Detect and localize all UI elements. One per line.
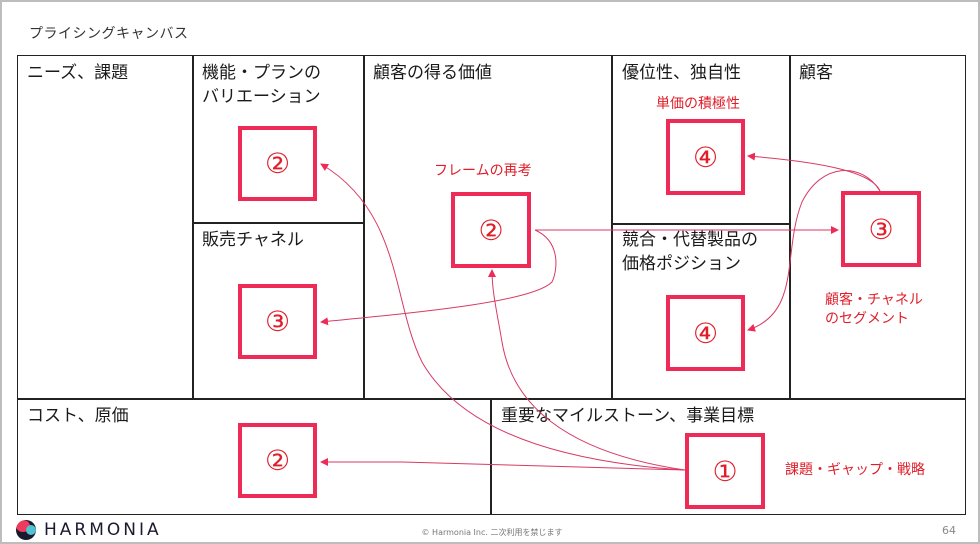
divider [17, 398, 966, 400]
cell-competitors-label-line1: 競合・代替製品の [622, 230, 758, 250]
step-box-customers: ③ [841, 191, 921, 267]
step-number: ② [478, 213, 504, 247]
page-number: 64 [942, 524, 956, 537]
cell-channels-label: 販売チャネル [202, 230, 304, 250]
cell-cost-label: コスト、原価 [27, 406, 129, 426]
step-number: ① [712, 454, 738, 488]
step-number: ② [264, 147, 291, 180]
brand-logo: HARMONIA [16, 520, 162, 540]
step-box-value: ② [451, 192, 531, 268]
step-number: ② [264, 444, 291, 477]
cell-customers-label: 顧客 [799, 63, 833, 83]
note-customers-line2: のセグメント [825, 311, 909, 327]
cell-advantage-label: 優位性、独自性 [622, 63, 741, 83]
step-box-features: ② [238, 126, 317, 201]
divider [611, 223, 790, 225]
cell-competitors-label: 競合・代替製品の 価格ポジション [622, 228, 758, 276]
cell-features-label-line1: 機能・プランの [202, 63, 321, 83]
divider [611, 55, 613, 399]
step-box-advantage: ④ [666, 119, 745, 195]
divider [192, 55, 194, 399]
slide-title: プライシングキャンバス [29, 26, 189, 42]
note-customers: 顧客・チャネル のセグメント [825, 291, 923, 329]
cell-features-label: 機能・プランの バリエーション [202, 61, 321, 109]
divider [490, 398, 492, 515]
step-box-milestones: ① [685, 433, 765, 509]
note-advantage: 単価の積極性 [656, 96, 740, 112]
divider [789, 55, 791, 399]
note-milestones: 課題・ギャップ・戦略 [785, 462, 925, 478]
step-number: ④ [692, 140, 719, 174]
step-number: ④ [692, 316, 719, 350]
note-value: フレームの再考 [434, 163, 532, 179]
cell-value-label: 顧客の得る価値 [373, 63, 492, 83]
brand-name: HARMONIA [44, 520, 162, 540]
copyright-text: © Harmonia Inc. 二次利用を禁じます [421, 528, 563, 537]
note-customers-line1: 顧客・チャネル [825, 292, 923, 308]
cell-competitors-label-line2: 価格ポジション [622, 254, 741, 274]
divider [192, 222, 364, 224]
step-number: ③ [868, 212, 894, 246]
pricing-canvas [17, 55, 966, 515]
step-box-channels: ③ [238, 284, 317, 359]
step-number: ③ [264, 305, 291, 338]
harmonia-logo-icon [16, 520, 36, 540]
step-box-cost: ② [238, 423, 317, 498]
divider [363, 55, 365, 399]
cell-milestones-label: 重要なマイルストーン、事業目標 [501, 406, 755, 426]
cell-needs-label: ニーズ、課題 [27, 63, 129, 83]
cell-features-label-line2: バリエーション [202, 87, 321, 107]
step-box-competitors: ④ [666, 295, 745, 371]
